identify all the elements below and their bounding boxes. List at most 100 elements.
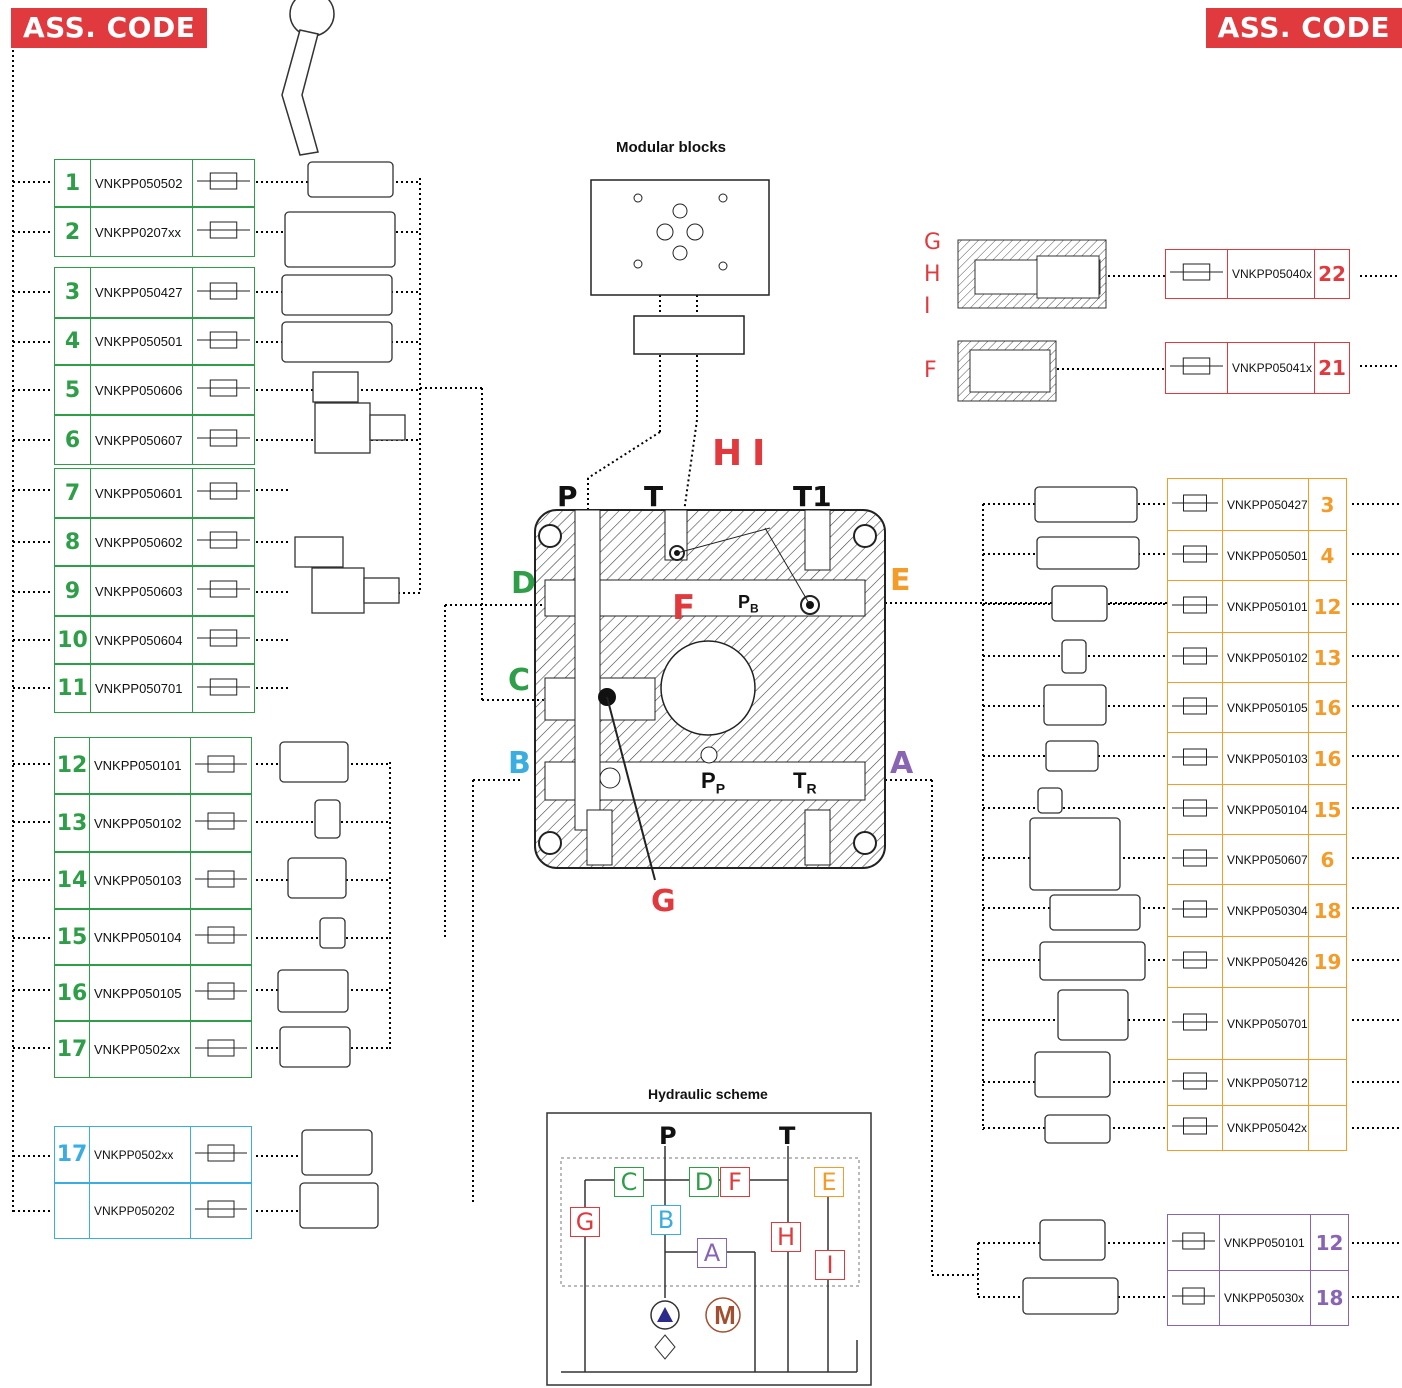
part-code-text: VNKPP050426 (1227, 955, 1308, 969)
row-number: 17 (54, 1021, 90, 1078)
row-number-text: 6 (64, 427, 81, 453)
valve-symbol-icon (190, 965, 252, 1021)
label-f-side: F (924, 358, 937, 383)
part-code-text: VNKPP050202 (94, 1204, 175, 1218)
part-code-text: VNKPP050101 (1227, 599, 1308, 614)
part-code: VNKPP050105 (1222, 682, 1309, 733)
part-code: VNKPP0502xx (89, 1021, 191, 1078)
valve-symbol-icon (1167, 682, 1223, 733)
scheme-box-f: F (720, 1167, 750, 1197)
part-code: VNKPP050102 (89, 794, 191, 852)
row-number-text: 6 (1320, 847, 1335, 872)
valve-symbol-icon (1167, 478, 1223, 531)
row-number-text: 4 (64, 329, 81, 354)
part-code: VNKPP050101 (1219, 1214, 1311, 1271)
valve-symbol-icon (1167, 580, 1223, 633)
part-code-text: VNKPP05042x (1227, 1121, 1308, 1135)
part-code-text: VNKPP050104 (1227, 802, 1308, 817)
valve-symbol-icon (190, 1021, 252, 1078)
row-number-text: 12 (1315, 1230, 1344, 1255)
pp-label: PP (701, 768, 726, 797)
scheme-motor-label: M (714, 1299, 736, 1330)
part-code-text: VNKPP050607 (95, 432, 183, 448)
part-code: VNKPP050602 (90, 518, 193, 566)
part-code-text: VNKPP050103 (1227, 751, 1308, 766)
scheme-box-a: A (697, 1238, 727, 1268)
part-code-text: VNKPP050501 (1227, 548, 1308, 563)
row-number-text: 16 (56, 980, 88, 1006)
row-number: 3 (1308, 478, 1347, 531)
row-number-text: 17 (56, 1037, 88, 1062)
row-number: 2 (54, 207, 91, 257)
part-code-text: VNKPP050427 (95, 285, 183, 300)
part-code-text: VNKPP05041x (1232, 361, 1313, 375)
row-number: 15 (1308, 784, 1347, 835)
valve-symbol-icon (192, 318, 255, 365)
scheme-box-g: G (570, 1207, 600, 1237)
part-code: VNKPP050426 (1222, 936, 1309, 988)
row-number-text: 3 (1320, 492, 1335, 517)
row-number-text: 7 (64, 480, 81, 506)
port-p-label: P (557, 480, 578, 513)
part-code-text: VNKPP050105 (1227, 700, 1308, 715)
row-number-text: 12 (56, 753, 88, 778)
row-number-text: 4 (1320, 543, 1335, 568)
row-number: 18 (1308, 884, 1347, 937)
valve-symbol-icon (192, 415, 255, 465)
valve-symbol-icon (190, 737, 252, 794)
row-number: 21 (1314, 342, 1350, 394)
valve-symbol-icon (1167, 834, 1223, 885)
part-code: VNKPP050701 (1222, 987, 1309, 1060)
modular-blocks-title: Modular blocks (616, 139, 727, 156)
part-code-text: VNKPP050501 (95, 334, 183, 349)
row-number-text: 13 (56, 810, 88, 836)
part-code-text: VNKPP050104 (94, 929, 182, 945)
valve-symbol-icon (1167, 1105, 1223, 1151)
part-code-text: VNKPP050101 (1224, 1235, 1305, 1250)
part-code: VNKPP05040x (1227, 249, 1315, 299)
valve-symbol-icon (190, 909, 252, 965)
valve-symbol-icon (1167, 784, 1223, 835)
part-code: VNKPP050105 (89, 965, 191, 1021)
part-code: VNKPP050604 (90, 616, 193, 664)
part-code: VNKPP050502 (90, 159, 193, 207)
row-number-text: 10 (57, 627, 88, 653)
row-number: 19 (1308, 936, 1347, 988)
main-manifold-block (534, 509, 886, 881)
part-code: VNKPP05030x (1219, 1270, 1311, 1326)
row-number: 13 (1308, 632, 1347, 683)
part-code-text: VNKPP050103 (94, 873, 182, 888)
scheme-p-label: P (659, 1122, 677, 1150)
valve-symbol-icon (190, 794, 252, 852)
part-code-text: VNKPP050603 (95, 583, 183, 599)
part-code-text: VNKPP050427 (1227, 497, 1308, 512)
valve-symbol-icon (192, 207, 255, 257)
port-t-label: T (644, 480, 664, 513)
part-code: VNKPP05042x (1222, 1105, 1309, 1151)
part-code-text: VNKPP050304 (1227, 903, 1308, 918)
row-number-text: 16 (1313, 695, 1342, 720)
part-code: VNKPP0502xx (89, 1126, 191, 1183)
part-code-text: VNKPP050604 (95, 632, 183, 648)
row-number: 6 (1308, 834, 1347, 885)
part-code-text: VNKPP05030x (1224, 1291, 1305, 1305)
part-code: VNKPP0207xx (90, 207, 193, 257)
valve-symbol-icon (192, 566, 255, 616)
part-code: VNKPP050104 (1222, 784, 1309, 835)
part-code: VNKPP050104 (89, 909, 191, 965)
part-code: VNKPP050101 (89, 737, 191, 794)
row-number: 17 (54, 1126, 90, 1183)
part-code: VNKPP050304 (1222, 884, 1309, 937)
valve-symbol-icon (190, 1126, 252, 1183)
part-code-text: VNKPP0502xx (94, 1042, 180, 1057)
valve-symbol-icon (190, 852, 252, 909)
valve-symbol-icon (192, 616, 255, 664)
row-number (1308, 1059, 1347, 1106)
row-number: 12 (54, 737, 90, 794)
part-code: VNKPP050501 (90, 318, 193, 365)
part-code: VNKPP050607 (90, 415, 193, 465)
row-number-text: 18 (1315, 1286, 1344, 1310)
valve-symbol-icon (190, 1183, 252, 1239)
tr-label: TR (793, 768, 817, 797)
label-g-side: G (924, 230, 942, 255)
